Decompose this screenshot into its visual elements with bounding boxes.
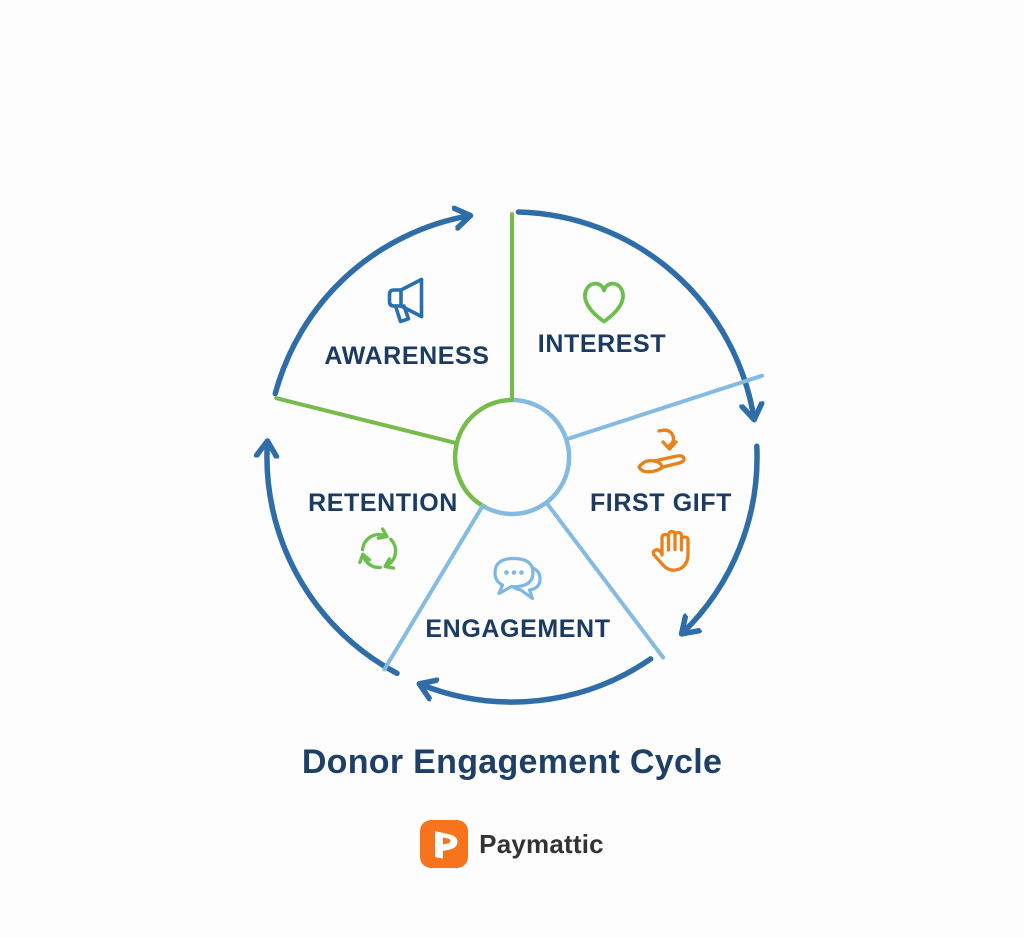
first-gift-label: FIRST GIFT — [590, 489, 732, 517]
first-gift-arc-arrow — [682, 443, 760, 633]
outer-flow-arrows — [267, 209, 760, 705]
segment-engagement: ENGAGEMENT — [425, 556, 610, 643]
segment-first-gift: FIRST GIFT — [590, 428, 732, 572]
awareness-arc-arrow — [272, 216, 469, 397]
heart-icon — [583, 281, 625, 324]
retention-label: RETENTION — [308, 489, 458, 517]
divider-first-gift-engagement — [544, 500, 666, 660]
segment-awareness: AWARENESS — [324, 277, 489, 370]
hub-circle-blue-arc — [484, 397, 572, 517]
paymattic-logo: Paymattic — [0, 818, 1024, 870]
cycle-arrows-icon — [358, 527, 398, 570]
paymattic-wordmark: Paymattic — [479, 828, 604, 859]
awareness-label: AWARENESS — [324, 342, 489, 370]
divider-interest-first-gift — [564, 373, 765, 442]
engagement-label: ENGAGEMENT — [425, 615, 610, 643]
paymattic-logo-icon — [420, 820, 469, 868]
divider-engagement-retention — [382, 503, 485, 672]
diagram-title: Donor Engagement Cycle — [301, 743, 723, 781]
megaphone-icon — [387, 277, 424, 324]
divider-retention-awareness — [274, 396, 459, 446]
interest-arc-arrow — [515, 209, 754, 419]
hub-circle-green-arc — [452, 397, 513, 510]
segment-interest: INTEREST — [538, 281, 666, 358]
interest-label: INTEREST — [538, 330, 666, 358]
segment-dividers — [274, 212, 765, 672]
engagement-arc-arrow — [420, 656, 654, 705]
retention-arc-arrow — [267, 442, 400, 677]
chat-bubbles-icon — [493, 556, 542, 601]
segment-retention: RETENTION — [308, 489, 458, 570]
open-palm-icon — [651, 529, 690, 572]
hand-receiving-gift-icon — [637, 428, 686, 474]
hub-circle — [452, 397, 572, 517]
